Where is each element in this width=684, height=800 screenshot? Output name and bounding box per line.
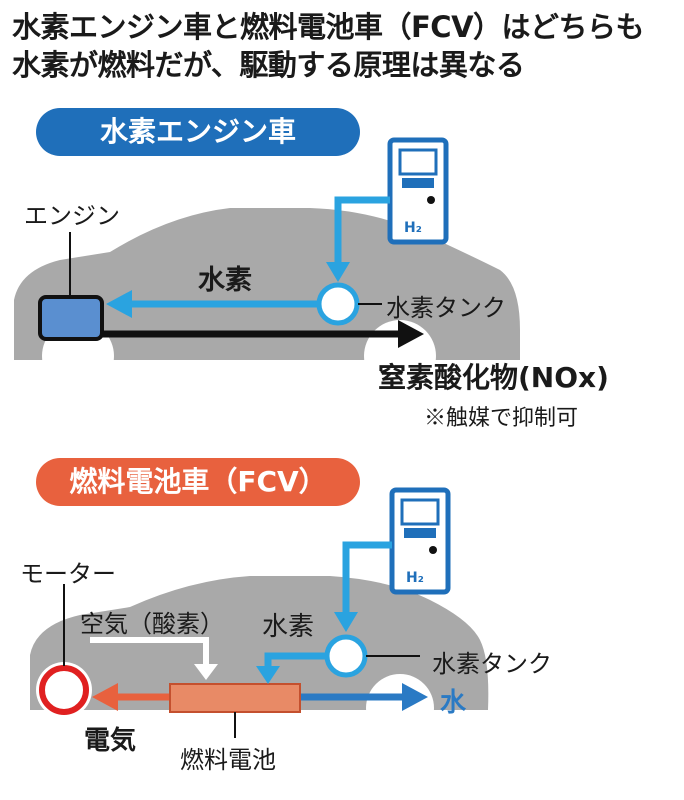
hydrogen-arrowhead-1 [106, 290, 132, 318]
exhaust-note: ※触媒で抑制可 [424, 406, 579, 431]
station-2-h2-label: H₂ [406, 570, 424, 586]
hydrogen-label-1: 水素 [198, 265, 252, 296]
headline-line-1: 水素エンジン車と燃料電池車（FCV）はどちらも [12, 10, 645, 44]
section-title-hydrogen-engine: 水素エンジン車 [36, 108, 360, 156]
refuel-pipe-2 [342, 541, 392, 622]
station-1-h2-label: H₂ [404, 220, 422, 236]
engine-label: エンジン [24, 202, 120, 230]
exhaust-label: 窒素酸化物(NOx) [378, 361, 609, 394]
headline: 水素エンジン車と燃料電池車（FCV）はどちらも 水素が燃料だが、駆動する原理は異… [12, 8, 676, 84]
section-title-fcv: 燃料電池車（FCV） [36, 458, 360, 506]
tank-label-2: 水素タンク [432, 650, 552, 678]
engine-box [38, 295, 104, 341]
fuel-cell-box [169, 683, 301, 713]
hydrogen-tank-2 [324, 634, 368, 678]
air-label: 空気（酸素） [80, 610, 224, 638]
electricity-label: 電気 [84, 726, 137, 756]
headline-line-2: 水素が燃料だが、駆動する原理は異なる [12, 48, 525, 82]
air-arrow [90, 637, 209, 668]
hydrogen-label-2: 水素 [262, 612, 315, 642]
motor-icon [39, 665, 89, 715]
hydrogen-tank-1 [316, 282, 360, 326]
car-body-2 [30, 576, 489, 710]
fuel-cell-label: 燃料電池 [180, 746, 276, 774]
refuel-pipe-1 [334, 196, 390, 272]
tank-label-1: 水素タンク [386, 294, 506, 322]
water-label: 水 [440, 688, 467, 718]
motor-label: モーター [20, 560, 116, 588]
